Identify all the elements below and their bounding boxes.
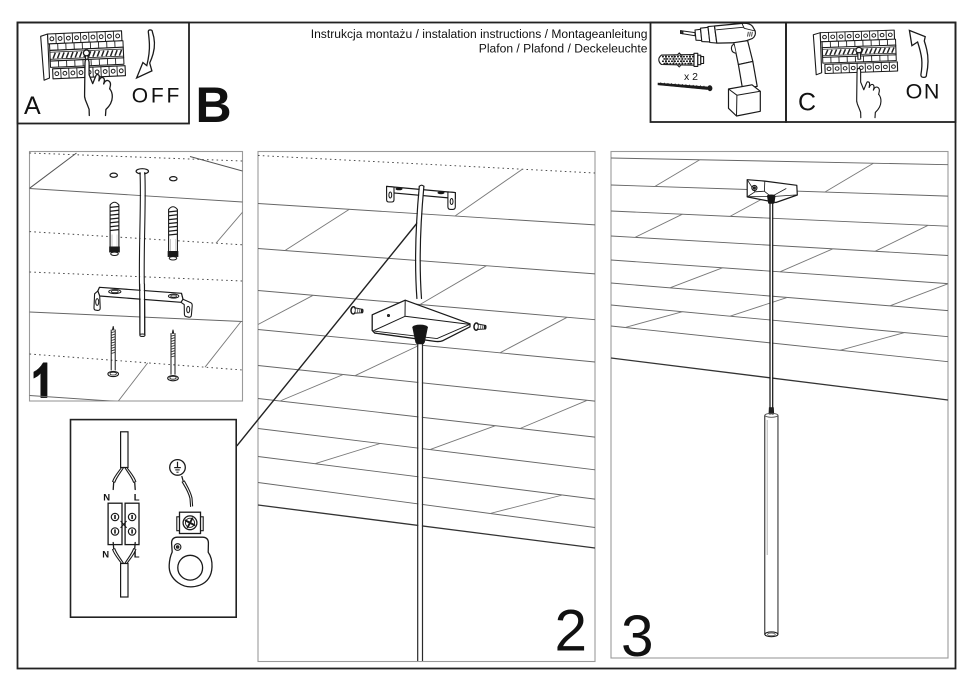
svg-text:N: N xyxy=(102,550,109,561)
svg-text:ON: ON xyxy=(906,79,941,103)
svg-text:OFF: OFF xyxy=(132,85,182,108)
svg-text:B: B xyxy=(196,77,232,133)
svg-text:2: 2 xyxy=(555,599,588,664)
svg-text:N: N xyxy=(103,493,110,504)
svg-text:C: C xyxy=(798,89,816,117)
svg-text:Instrukcja montażu / instalati: Instrukcja montażu / instalation instruc… xyxy=(311,27,648,41)
svg-text:3: 3 xyxy=(621,604,654,669)
svg-text:Plafon / Plafond / Deckeleucht: Plafon / Plafond / Deckeleuchte xyxy=(479,42,648,56)
svg-text:A: A xyxy=(24,92,41,120)
svg-text:L: L xyxy=(134,493,140,504)
svg-text:x 2: x 2 xyxy=(684,71,698,83)
